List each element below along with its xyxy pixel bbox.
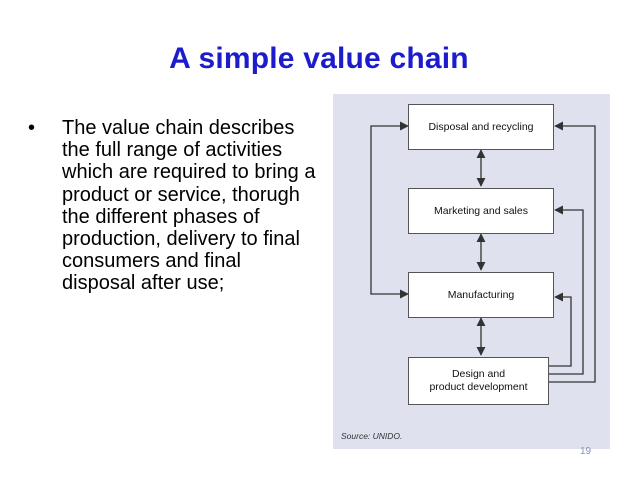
arrow-right-loop-manufacturing: [549, 292, 572, 367]
box-design-development: Design and product development: [408, 357, 549, 405]
box-manufacturing: Manufacturing: [408, 272, 554, 318]
arrow-left-loop: [370, 121, 409, 299]
bullet-text: The value chain describes the full range…: [62, 117, 316, 295]
box-manufacturing-label: Manufacturing: [447, 288, 515, 301]
arrow-right-loop-disposal: [549, 121, 596, 383]
box-marketing-sales: Marketing and sales: [408, 188, 554, 234]
box-disposal-recycling: Disposal and recycling: [408, 104, 554, 150]
bullet-dot: •: [28, 117, 36, 139]
bullet-item: • The value chain describes the full ran…: [28, 117, 318, 295]
slide-title: A simple value chain: [169, 42, 469, 75]
value-chain-diagram: Disposal and recycling Marketing and sal…: [333, 94, 610, 449]
page-number: 19: [580, 446, 592, 457]
box-design-label-line1: Design and: [451, 368, 506, 380]
source-note: Source: UNIDO.: [341, 431, 403, 441]
diagram-arrows: [370, 121, 596, 383]
box-disposal-label: Disposal and recycling: [428, 120, 534, 133]
box-marketing-label: Marketing and sales: [434, 204, 528, 217]
arrow-right-loop-marketing: [549, 205, 584, 375]
box-design-label-line2: product development: [429, 381, 528, 393]
